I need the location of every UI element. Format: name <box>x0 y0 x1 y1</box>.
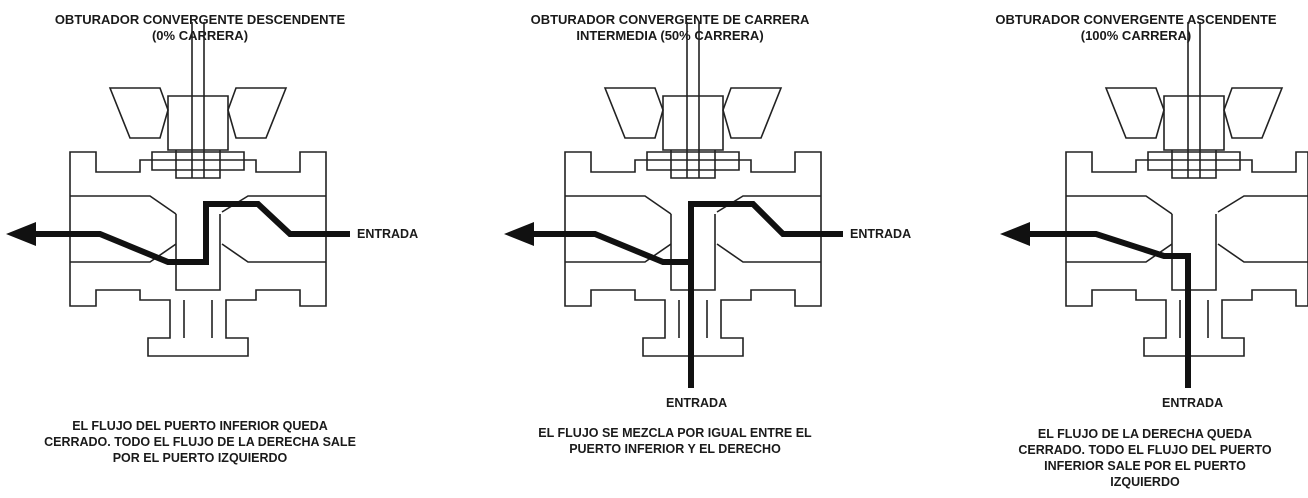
flow-path-outlet <box>530 231 691 265</box>
panel-title: OBTURADOR CONVERGENTE DESCENDENTE (0% CA… <box>54 12 346 43</box>
valve-cross-section <box>6 22 350 357</box>
valve-body-outline <box>69 22 327 357</box>
valve-cross-section <box>1000 22 1308 388</box>
panel-title: OBTURADOR CONVERGENTE DE CARRERA INTERME… <box>530 12 810 43</box>
outlet-arrowhead <box>504 222 534 246</box>
valve-body-outline <box>564 22 822 357</box>
inlet-label-bottom: ENTRADA <box>666 396 728 410</box>
flow-path-arrow <box>30 201 350 265</box>
valve-cross-section <box>504 22 843 388</box>
panel-caption: EL FLUJO DE LA DERECHA QUEDA CERRADO. TO… <box>1018 427 1272 489</box>
panel-plug-midstroke: OBTURADOR CONVERGENTE DE CARRERA INTERME… <box>470 0 940 498</box>
panel-caption: EL FLUJO SE MEZCLA POR IGUAL ENTRE EL PU… <box>538 426 812 456</box>
outlet-arrowhead <box>6 222 36 246</box>
panel-plug-up: OBTURADOR CONVERGENTE ASCENDENTE (100% C… <box>966 0 1308 498</box>
flow-path-right-inlet <box>688 201 843 388</box>
outlet-arrowhead <box>1000 222 1030 246</box>
inlet-label-right: ENTRADA <box>850 227 912 241</box>
panel-title: OBTURADOR CONVERGENTE ASCENDENTE (100% C… <box>995 12 1277 43</box>
valve-body-outline <box>1065 22 1308 357</box>
panel-caption: EL FLUJO DEL PUERTO INFERIOR QUEDA CERRA… <box>44 419 356 465</box>
flow-path-arrow <box>1026 231 1191 388</box>
inlet-label-right: ENTRADA <box>357 227 419 241</box>
panel-plug-down: OBTURADOR CONVERGENTE DESCENDENTE (0% CA… <box>0 0 420 498</box>
inlet-label-bottom: ENTRADA <box>1162 396 1224 410</box>
